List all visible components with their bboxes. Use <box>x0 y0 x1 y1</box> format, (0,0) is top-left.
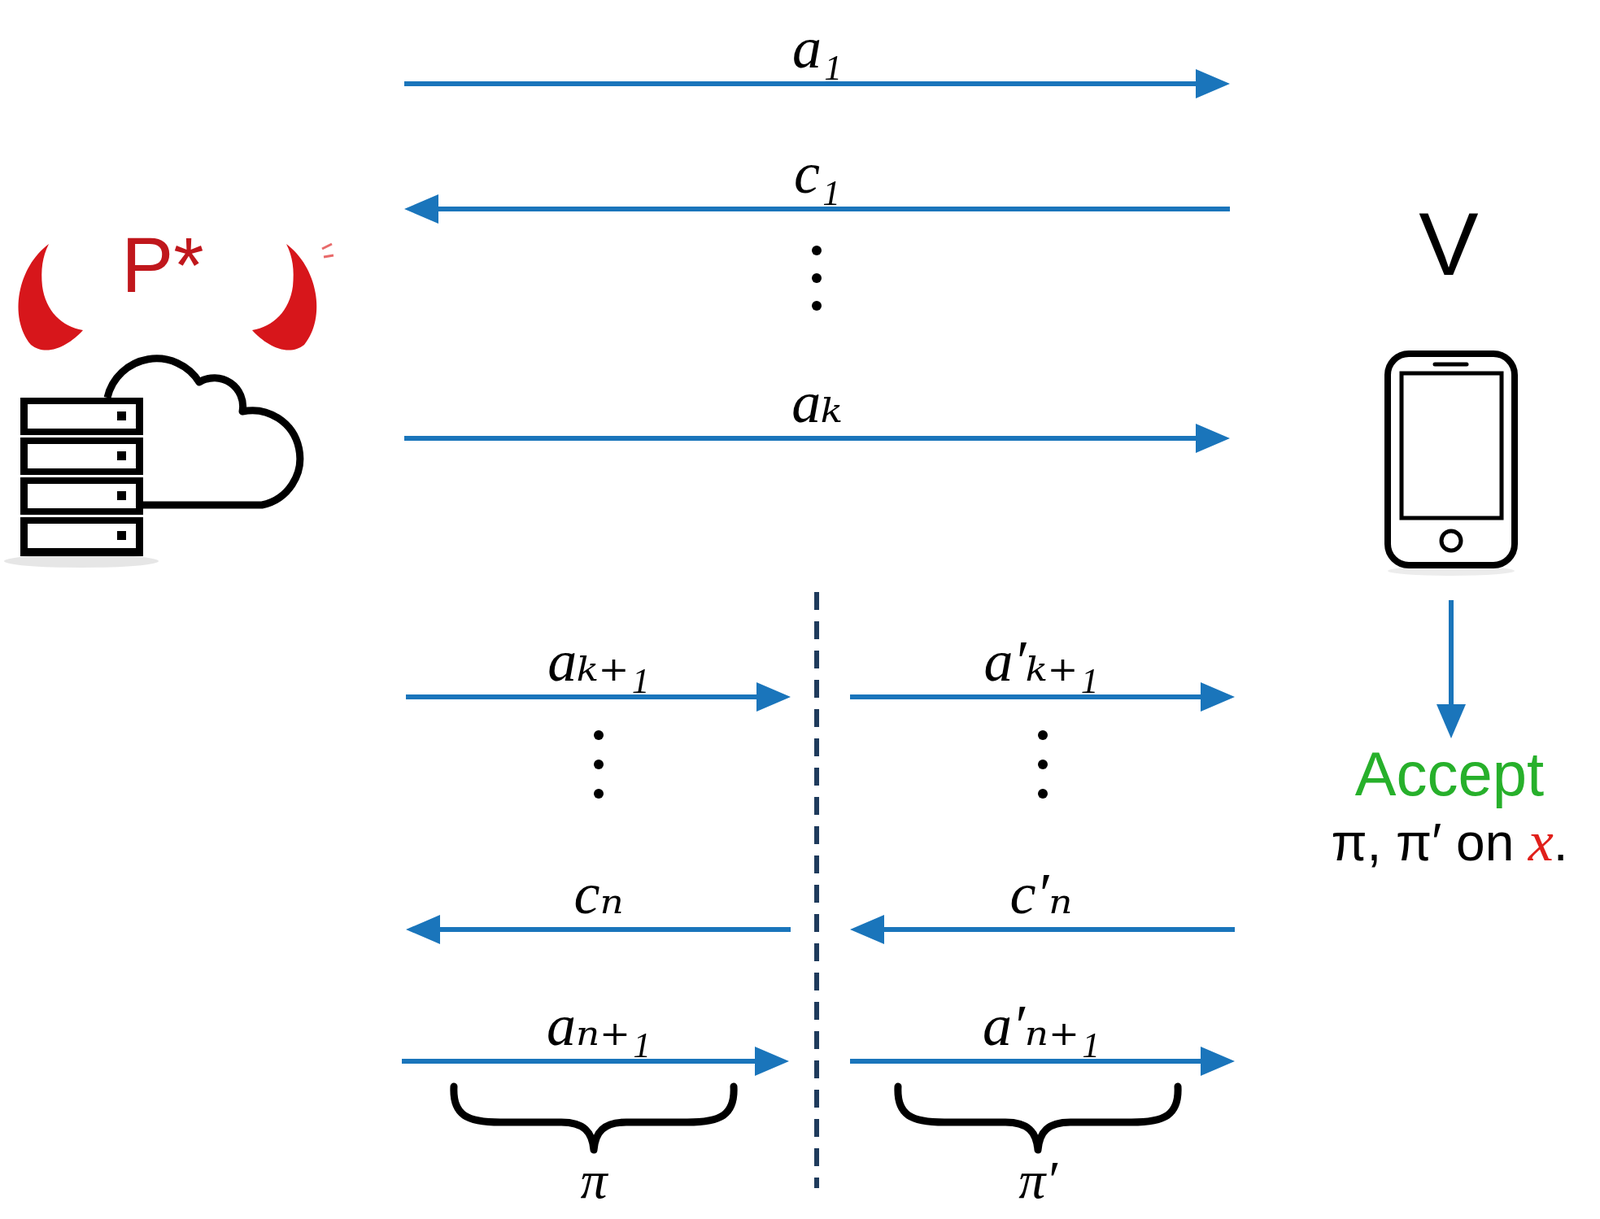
dot <box>593 789 604 799</box>
message-arrow <box>882 927 1235 933</box>
horn-spark <box>322 244 334 258</box>
message-arrow <box>401 1059 757 1064</box>
phone-speaker <box>1434 362 1467 367</box>
arrow-head <box>1436 704 1466 739</box>
period: . <box>1553 813 1569 874</box>
server-led <box>117 491 127 501</box>
text-line: Accept <box>1330 738 1568 810</box>
phone-body <box>1387 353 1515 566</box>
server-unit <box>20 397 144 436</box>
server-icon <box>20 397 144 557</box>
dot <box>1037 789 1048 799</box>
phone-icon <box>1387 353 1515 576</box>
fork-line <box>814 592 820 1189</box>
phone-button <box>1441 531 1461 551</box>
transcript-name: π′ <box>1018 1153 1058 1208</box>
arrow-shaft <box>1448 600 1454 707</box>
dot <box>1037 759 1048 770</box>
prover-name: P* <box>121 226 204 305</box>
arrow-shaft <box>404 435 1198 441</box>
curly-braces <box>453 1086 1178 1151</box>
arrow-head <box>1200 682 1235 712</box>
server-slot <box>27 483 136 509</box>
message-label: aₖ₊₁ <box>547 632 650 691</box>
message-arrow <box>850 1059 1203 1064</box>
arrow-shaft <box>404 81 1198 87</box>
server-led <box>117 451 127 461</box>
verifier: V <box>1229 24 1595 601</box>
message-arrow <box>1436 600 1466 739</box>
message-label: cₙ <box>573 864 624 924</box>
server-unit <box>20 517 144 557</box>
left-horn <box>18 244 83 351</box>
arrow-head <box>404 194 439 224</box>
transcript-name: π <box>579 1153 607 1208</box>
arrow-head <box>1200 1046 1235 1077</box>
server-led <box>117 531 127 541</box>
dot <box>811 273 822 284</box>
brace <box>898 1086 1178 1151</box>
ellipsis-dots <box>593 245 1048 799</box>
arrow-shaft <box>436 206 1230 212</box>
dot <box>811 300 822 311</box>
dot <box>593 759 604 770</box>
prover: P* <box>8 24 405 578</box>
server-unit <box>20 437 144 476</box>
branch-arrows <box>401 682 1235 1077</box>
arrow-head <box>756 682 791 712</box>
phone-screen <box>1401 373 1502 519</box>
message-arrow <box>850 694 1203 700</box>
arrow-head <box>850 915 885 945</box>
message-label: aₙ₊₁ <box>546 996 651 1056</box>
message-arrow <box>405 694 759 700</box>
message-label: c₁ <box>793 143 841 203</box>
server-shadow <box>4 554 159 568</box>
message-arrow <box>438 927 791 933</box>
arrow-head <box>1195 423 1230 454</box>
text-line: π, π′ onx. <box>1330 809 1568 876</box>
message-label: a₁ <box>792 18 842 78</box>
accept-result: Acceptπ, π′ onx. <box>1325 738 1573 876</box>
accept-word: Accept <box>1355 738 1544 810</box>
arrow-head <box>754 1046 790 1077</box>
statement-var: x <box>1528 809 1554 876</box>
proof-pair: π, π′ on <box>1330 813 1514 874</box>
server-led <box>117 411 127 421</box>
arrow-head <box>405 915 441 945</box>
message-label: aₖ <box>791 373 842 432</box>
message-label: a′ₖ₊₁ <box>983 632 1099 691</box>
dot <box>593 730 604 741</box>
brace <box>453 1086 734 1151</box>
right-horn <box>252 244 317 351</box>
message-label: a′ₙ₊₁ <box>982 996 1100 1056</box>
arrow-head <box>1195 69 1230 99</box>
dot <box>811 245 822 256</box>
server-slot <box>27 444 136 469</box>
server-slot <box>27 404 136 429</box>
dot <box>1037 730 1048 741</box>
server-unit <box>20 477 144 515</box>
server-slot <box>27 523 136 549</box>
message-label: c′ₙ <box>1010 864 1073 924</box>
verifier-name: V <box>1418 199 1478 289</box>
